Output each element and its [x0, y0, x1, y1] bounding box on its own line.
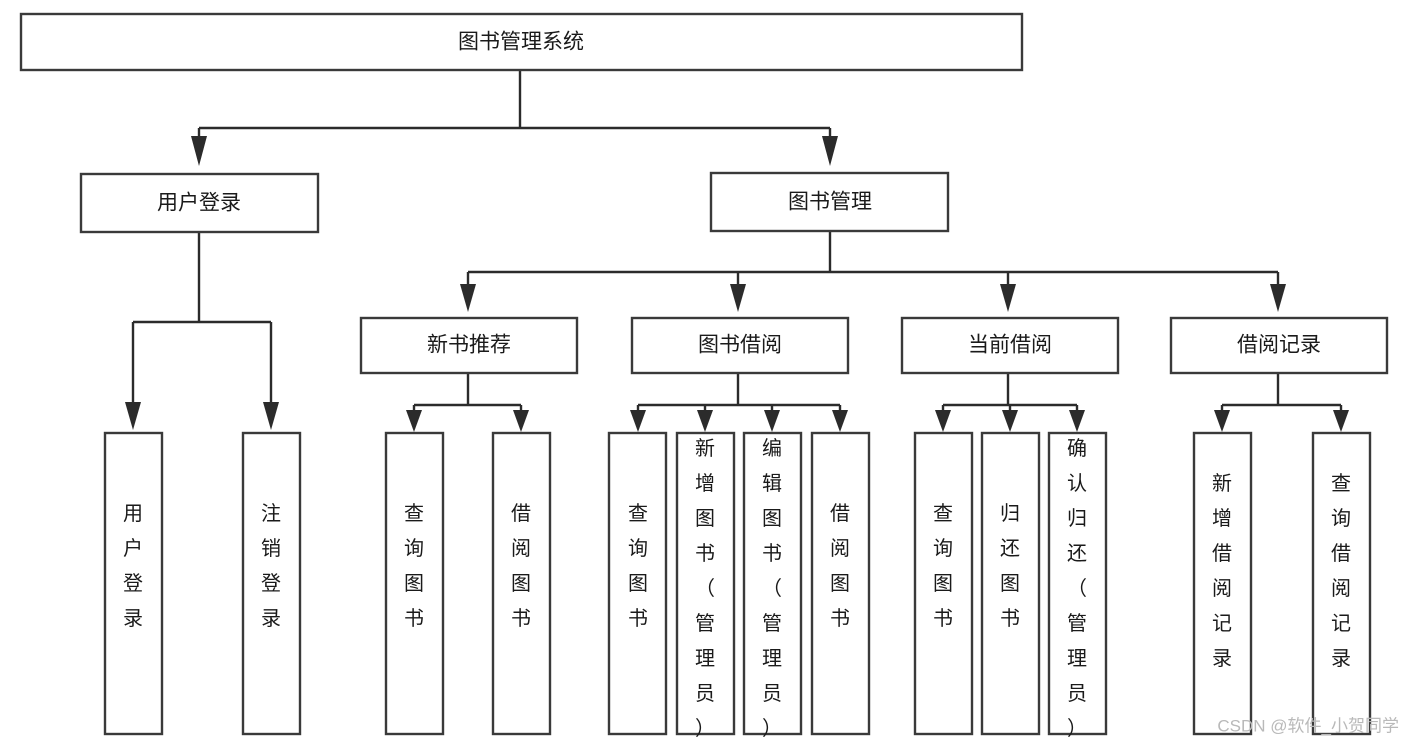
- leaf-node[interactable]: 用户登录: [103, 431, 164, 736]
- arrow-bookmanage-borrow: [730, 284, 746, 312]
- arrow-bookborrow-leaf-1: [630, 410, 646, 432]
- node-new-book-recommend[interactable]: 新书推荐: [359, 316, 579, 375]
- leaf-record-query-box[interactable]: [1311, 431, 1372, 736]
- leaf-newbook-query-box[interactable]: [384, 431, 445, 736]
- csdn-watermark: CSDN @软件_小贺同学: [1217, 716, 1399, 735]
- leaf-record-query-label: 查询借阅记录: [1331, 472, 1351, 670]
- leaf-node[interactable]: 查询图书: [913, 431, 974, 736]
- leaf-node[interactable]: 编辑图书（管理员）: [742, 431, 803, 740]
- arrow-borrowrecord-leaf-2: [1333, 410, 1349, 432]
- leaf-newbook-query-label: 查询图书: [404, 502, 424, 630]
- leaf-node[interactable]: 查询图书: [607, 431, 668, 736]
- leaf-node[interactable]: 归还图书: [980, 431, 1041, 736]
- connector-group-borrow-record: [1214, 373, 1349, 432]
- connector-group-new-book: [406, 373, 529, 432]
- node-user-login-label: 用户登录: [157, 192, 241, 215]
- node-current-borrow-box[interactable]: [900, 316, 1120, 375]
- arrow-bookborrow-leaf-2: [697, 410, 713, 432]
- arrow-root-to-book-manage: [822, 136, 838, 166]
- arrow-borrowrecord-leaf-1: [1214, 410, 1230, 432]
- node-book-borrow[interactable]: 图书借阅: [630, 316, 850, 375]
- arrow-root-to-user-login: [191, 136, 207, 166]
- leaf-user-login-box[interactable]: [103, 431, 164, 736]
- arrow-bookborrow-leaf-4: [832, 410, 848, 432]
- node-book-manage-label: 图书管理: [788, 191, 872, 214]
- node-user-login-box[interactable]: [79, 172, 320, 234]
- arrow-newbook-leaf-1: [406, 410, 422, 432]
- arrow-bookmanage-current: [1000, 284, 1016, 312]
- node-user-login[interactable]: 用户登录: [79, 172, 320, 234]
- leaf-node[interactable]: 注销登录: [241, 431, 302, 736]
- node-book-borrow-label: 图书借阅: [698, 334, 782, 357]
- node-book-borrow-box[interactable]: [630, 316, 850, 375]
- leaf-current-query-label: 查询图书: [933, 502, 953, 630]
- arrow-currentborrow-leaf-3: [1069, 410, 1085, 432]
- leaf-bookborrow-borrow-box[interactable]: [810, 431, 871, 736]
- leaf-record-add-label: 新增借阅记录: [1212, 472, 1232, 670]
- leaf-logout-label: 注销登录: [261, 502, 281, 630]
- leaf-current-confirm-box[interactable]: [1047, 431, 1108, 736]
- arrow-currentborrow-leaf-1: [935, 410, 951, 432]
- node-new-book-recommend-label: 新书推荐: [427, 334, 511, 357]
- node-root-label: 图书管理系统: [458, 31, 584, 54]
- leaf-current-confirm-label: 确认归还（管理员）: [1067, 437, 1087, 740]
- leaf-user-login-label: 用户登录: [123, 503, 143, 630]
- leaf-newbook-borrow-box[interactable]: [491, 431, 552, 736]
- node-borrow-record-box[interactable]: [1169, 316, 1389, 375]
- leaf-current-query-box[interactable]: [913, 431, 974, 736]
- arrow-userlogin-leaf-1: [125, 402, 141, 430]
- leaf-current-return-label: 归还图书: [1000, 502, 1020, 630]
- node-root[interactable]: 图书管理系统: [19, 12, 1024, 72]
- node-root-box[interactable]: [19, 12, 1024, 72]
- leaf-bookborrow-borrow-label: 借阅图书: [830, 502, 850, 630]
- leaf-logout-box[interactable]: [241, 431, 302, 736]
- leaf-node[interactable]: 借阅图书: [810, 431, 871, 736]
- leaf-bookborrow-query-label: 查询图书: [628, 502, 648, 630]
- node-borrow-record[interactable]: 借阅记录: [1169, 316, 1389, 375]
- leaf-bookborrow-edit-box[interactable]: [742, 431, 803, 736]
- leaf-bookborrow-edit-label: 编辑图书（管理员）: [762, 437, 782, 740]
- leaf-node[interactable]: 查询借阅记录: [1311, 431, 1372, 736]
- arrow-bookmanage-record: [1270, 284, 1286, 312]
- arrow-newbook-leaf-2: [513, 410, 529, 432]
- leaf-node[interactable]: 借阅图书: [491, 431, 552, 736]
- leaf-node[interactable]: 确认归还（管理员）: [1047, 431, 1108, 740]
- arrow-bookmanage-new-book: [460, 284, 476, 312]
- node-borrow-record-label: 借阅记录: [1237, 334, 1321, 357]
- connector-group-current-borrow: [935, 373, 1085, 432]
- connector-group-book-borrow: [630, 373, 848, 432]
- node-new-book-recommend-box[interactable]: [359, 316, 579, 375]
- leaf-bookborrow-add-label: 新增图书（管理员）: [695, 437, 715, 740]
- leaf-bookborrow-add-box[interactable]: [675, 431, 736, 736]
- node-book-manage-box[interactable]: [709, 171, 950, 233]
- connector-group-user-login: [125, 232, 279, 430]
- arrow-userlogin-leaf-2: [263, 402, 279, 430]
- leaf-bookborrow-query-box[interactable]: [607, 431, 668, 736]
- arrow-currentborrow-leaf-2: [1002, 410, 1018, 432]
- connector-group-book-manage: [460, 231, 1286, 312]
- leaf-node[interactable]: 新增借阅记录: [1192, 431, 1253, 736]
- connector-group-root: [191, 70, 838, 166]
- leaf-record-add-box[interactable]: [1192, 431, 1253, 736]
- node-current-borrow-label: 当前借阅: [968, 334, 1052, 357]
- leaf-current-return-box[interactable]: [980, 431, 1041, 736]
- leaf-node[interactable]: 新增图书（管理员）: [675, 431, 736, 740]
- leaf-node[interactable]: 查询图书: [384, 431, 445, 736]
- node-current-borrow[interactable]: 当前借阅: [900, 316, 1120, 375]
- node-book-manage[interactable]: 图书管理: [709, 171, 950, 233]
- arrow-bookborrow-leaf-3: [764, 410, 780, 432]
- leaf-newbook-borrow-label: 借阅图书: [511, 502, 531, 630]
